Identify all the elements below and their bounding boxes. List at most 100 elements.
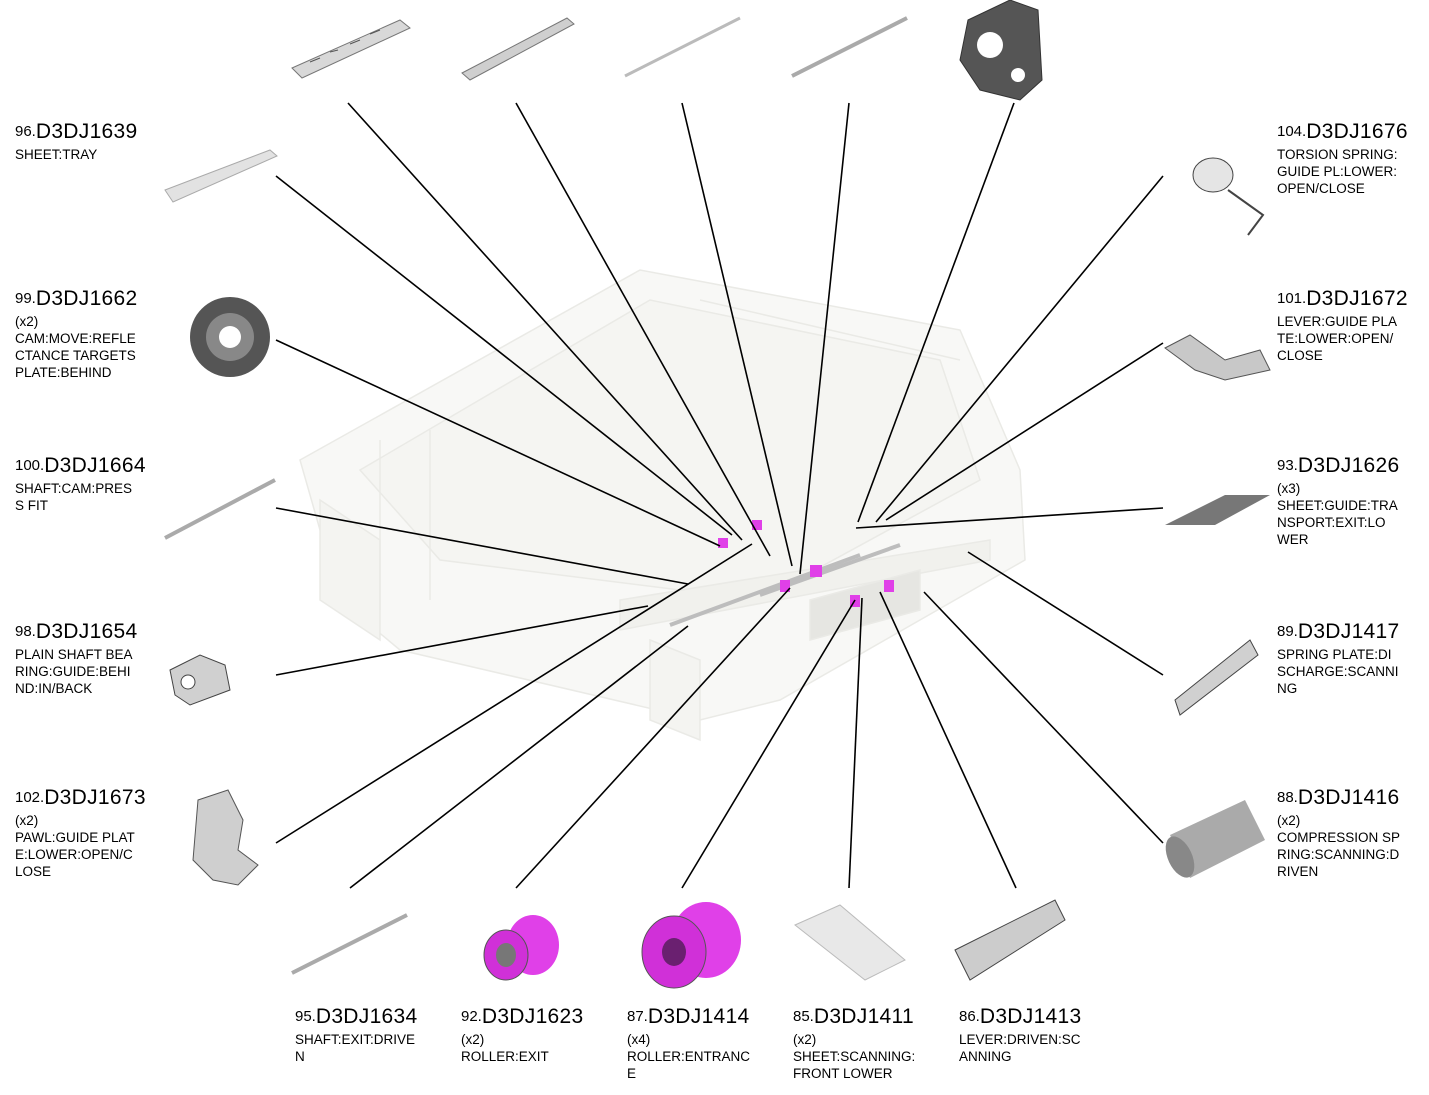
part-code: D3DJ1662 (35, 287, 138, 310)
spring-plate-icon (1174, 639, 1259, 716)
roller-marker (718, 538, 728, 548)
roller-icon (641, 902, 741, 989)
leader-line (275, 507, 689, 585)
part-description: SHEET:SCANNING: FRONT LOWER (793, 1049, 916, 1081)
leader-line (885, 342, 1164, 521)
lever-icon (954, 899, 1066, 981)
part-quantity: (x2) (793, 1032, 817, 1047)
part-code: D3DJ1673 (44, 786, 146, 809)
part-description: PLAIN SHAFT BEA RING:GUIDE:BEHI ND:IN/BA… (15, 647, 133, 696)
part-description: SHEET:TRAY (15, 147, 98, 162)
part-number: 92. (461, 1008, 482, 1025)
part-code: D3DJ1654 (35, 620, 138, 643)
leader-line (857, 102, 1015, 523)
part-code: D3DJ1626 (1297, 454, 1400, 477)
part-description: ROLLER:ENTRANC E (627, 1049, 751, 1081)
part-quantity: (x2) (15, 813, 39, 828)
guide-plate-icon (291, 19, 411, 79)
part-description: LEVER:DRIVEN:SC ANNING (959, 1032, 1081, 1064)
part-quantity: (x2) (461, 1032, 485, 1047)
part-quantity: (x3) (1277, 481, 1301, 496)
cam-icon (190, 297, 270, 377)
part-description: TORSION SPRING: GUIDE PL:LOWER: OPEN/CLO… (1277, 147, 1398, 196)
bearing-icon (169, 654, 231, 706)
part-number: 101. (1277, 290, 1307, 307)
leader-line (681, 102, 793, 567)
part-quantity: (x2) (1277, 813, 1301, 828)
part-callout-86: 86.D3DJ1413 LEVER:DRIVEN:SC ANNING (959, 1005, 1082, 1065)
leader-line (875, 175, 1164, 523)
leader-line (275, 543, 753, 844)
part-description: SHAFT:CAM:PRES S FIT (15, 481, 133, 513)
part-number: 100. (15, 457, 45, 474)
part-code: D3DJ1664 (44, 454, 146, 477)
part-callout-85: 85.D3DJ1411 (x2) SHEET:SCANNING: FRONT L… (793, 1005, 915, 1082)
part-number: 93. (1277, 457, 1298, 474)
part-description: CAM:MOVE:REFLE CTANCE TARGETS PLATE:BEHI… (15, 331, 136, 380)
part-callout-102: 102.D3DJ1673 (x2) PAWL:GUIDE PLAT E:LOWE… (15, 786, 146, 880)
part-number: 95. (295, 1008, 316, 1025)
part-description: LEVER:GUIDE PLA TE:LOWER:OPEN/ CLOSE (1277, 314, 1398, 363)
part-description: PAWL:GUIDE PLAT E:LOWER:OPEN/C LOSE (15, 830, 135, 879)
leader-line (275, 605, 649, 676)
part-number: 85. (793, 1008, 814, 1025)
part-callout-95: 95.D3DJ1634 SHAFT:EXIT:DRIVE N (295, 1005, 418, 1065)
part-callout-98: 98.D3DJ1654 PLAIN SHAFT BEA RING:GUIDE:B… (15, 620, 138, 697)
part-callout-100: 100.D3DJ1664 SHAFT:CAM:PRES S FIT (15, 454, 146, 514)
part-callout-89: 89.D3DJ1417 SPRING PLATE:DI SCHARGE:SCAN… (1277, 620, 1400, 697)
part-callout-101: 101.D3DJ1672 LEVER:GUIDE PLA TE:LOWER:OP… (1277, 287, 1408, 364)
leader-lines (275, 102, 1164, 889)
leader-line (848, 597, 863, 889)
part-code: D3DJ1417 (1297, 620, 1400, 643)
part-code: D3DJ1634 (315, 1005, 418, 1028)
leader-line (879, 591, 1017, 889)
part-callout-88: 88.D3DJ1416 (x2) COMPRESSION SP RING:SCA… (1277, 786, 1400, 880)
compression-spring-icon (1165, 800, 1265, 878)
sheet-icon (1165, 495, 1270, 525)
part-number: 98. (15, 623, 36, 640)
leader-line (681, 599, 856, 889)
leader-line (923, 591, 1164, 844)
part-number: 104. (1277, 123, 1307, 140)
sheet-tray-icon (164, 149, 278, 203)
part-callout-104: 104.D3DJ1676 TORSION SPRING: GUIDE PL:LO… (1277, 120, 1408, 197)
part-number: 99. (15, 290, 36, 307)
shaft-icon (791, 16, 908, 78)
pawl-icon (192, 789, 259, 886)
leader-line (855, 507, 1164, 529)
bar-icon (461, 17, 575, 81)
part-number: 89. (1277, 623, 1298, 640)
part-code: D3DJ1411 (813, 1005, 914, 1028)
part-number: 86. (959, 1008, 980, 1025)
roller-icon (483, 915, 559, 981)
shaft-icon (164, 478, 276, 540)
roller-marker (810, 565, 822, 577)
bracket-icon (959, 0, 1043, 101)
part-number: 96. (15, 123, 36, 140)
leader-line (347, 102, 743, 541)
part-number: 102. (15, 789, 45, 806)
part-description: ROLLER:EXIT (461, 1049, 549, 1064)
part-callout-92: 92.D3DJ1623 (x2) ROLLER:EXIT (461, 1005, 584, 1065)
part-quantity: (x2) (15, 314, 39, 329)
part-description: SHAFT:EXIT:DRIVE N (295, 1032, 416, 1064)
part-callout-96: 96.D3DJ1639 SHEET:TRAY (15, 120, 138, 163)
part-callout-93: 93.D3DJ1626 (x3) SHEET:GUIDE:TRA NSPORT:… (1277, 454, 1400, 548)
part-callout-87: 87.D3DJ1414 (x4) ROLLER:ENTRANC E (627, 1005, 750, 1082)
leader-line (799, 102, 850, 575)
part-code: D3DJ1416 (1297, 786, 1400, 809)
part-code: D3DJ1672 (1306, 287, 1408, 310)
part-code: D3DJ1676 (1306, 120, 1408, 143)
torsion-spring-icon (1192, 157, 1265, 236)
sheet-icon (794, 904, 906, 981)
part-description: SHEET:GUIDE:TRA NSPORT:EXIT:LO WER (1277, 498, 1398, 547)
part-description: COMPRESSION SP RING:SCANNING:D RIVEN (1277, 830, 1401, 879)
lever-icon (1164, 334, 1271, 381)
part-quantity: (x4) (627, 1032, 651, 1047)
leader-line (967, 551, 1164, 676)
roller-marker (884, 580, 894, 592)
leader-line (275, 339, 721, 547)
shaft-icon (624, 16, 741, 78)
